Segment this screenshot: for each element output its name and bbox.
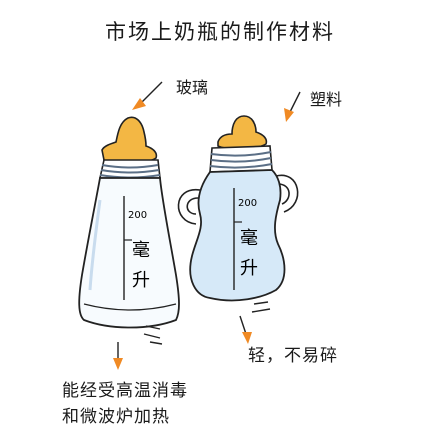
glass-capacity-number: 200 <box>128 210 147 221</box>
glass-capacity-unit-1: 毫 <box>132 240 150 261</box>
plastic-bottle-handle-right <box>275 174 299 213</box>
glass-bottle <box>78 116 180 345</box>
glass-description-arrow <box>113 342 123 370</box>
plastic-capacity-number: 200 <box>238 198 257 209</box>
glass-capacity-unit-2: 升 <box>132 270 150 291</box>
plastic-bottle-nipple <box>217 115 268 150</box>
glass-bottle-nipple <box>101 116 158 164</box>
glass-description: 能经受高温消毒 和微波炉加热 <box>62 381 188 427</box>
plastic-capacity-unit-1: 毫 <box>240 228 258 249</box>
glass-bottle-body <box>78 177 180 329</box>
page-title: 市场上奶瓶的制作材料 <box>105 20 335 44</box>
plastic-description-arrow <box>239 315 252 344</box>
plastic-bottle-body <box>189 169 286 302</box>
glass-material-label: 玻璃 <box>176 78 209 97</box>
plastic-bottle-shake-marks <box>251 301 271 313</box>
plastic-pointer-arrow <box>284 91 301 122</box>
plastic-bottle-handle-left <box>177 189 201 225</box>
plastic-capacity-unit-2: 升 <box>240 258 258 279</box>
plastic-material-label: 塑料 <box>310 90 343 109</box>
glass-pointer-arrow <box>132 81 163 110</box>
glass-bottle-shake-marks <box>143 325 163 345</box>
plastic-description: 轻，不易碎 <box>248 346 338 366</box>
plastic-bottle <box>177 115 299 313</box>
